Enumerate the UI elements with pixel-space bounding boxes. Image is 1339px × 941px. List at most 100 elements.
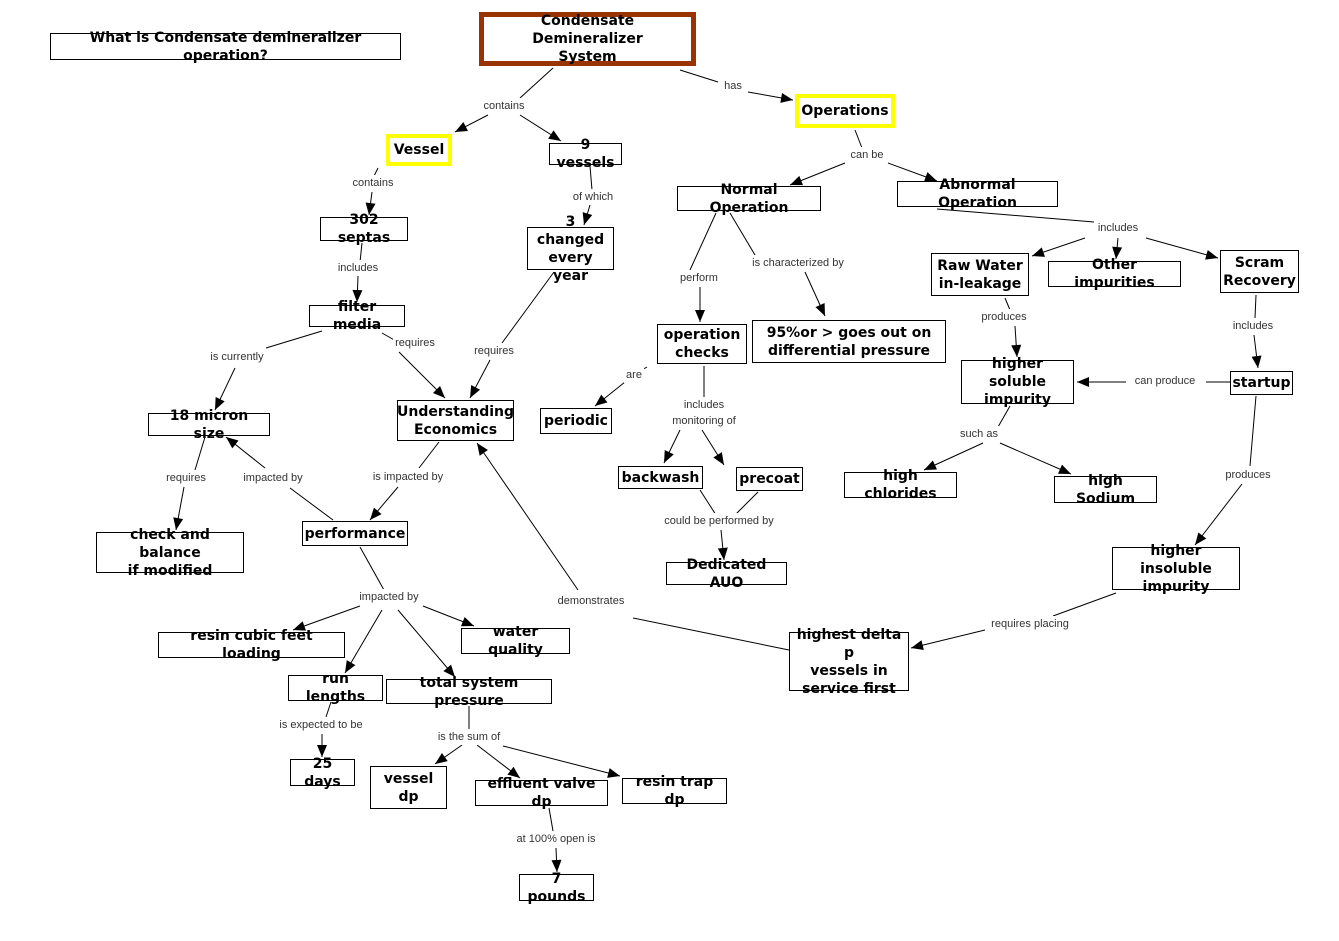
node-root[interactable]: Condensate Demineralizer System	[479, 12, 696, 66]
node-nine-vessels[interactable]: 9 vessels	[549, 137, 622, 171]
node-vessel-dp[interactable]: vessel dp	[370, 766, 447, 809]
arrowhead-icon	[713, 452, 724, 465]
node-vessel[interactable]: Vessel	[386, 134, 452, 166]
arrowhead-icon	[780, 92, 793, 103]
node-high-chlorides[interactable]: high chlorides	[844, 468, 957, 502]
node-septas[interactable]: 302 septas	[320, 212, 408, 246]
node-7-pounds[interactable]: 7 pounds	[519, 871, 594, 905]
node-water-quality[interactable]: water quality	[461, 624, 570, 658]
link-line	[194, 436, 206, 471]
arrowhead-icon	[607, 768, 620, 778]
node-periodic[interactable]: periodic	[540, 408, 612, 434]
arrowhead-icon	[1058, 464, 1071, 474]
node-understanding-economics[interactable]: Understanding Economics	[397, 400, 514, 441]
node-resin-loading[interactable]: resin cubic feet loading	[158, 628, 345, 662]
node-other-impurities[interactable]: Other impurities	[1048, 257, 1181, 291]
arrowhead-icon	[435, 753, 448, 764]
node-dedicated-auo[interactable]: Dedicated AUO	[666, 557, 787, 591]
link-label: requires placing	[989, 616, 1071, 632]
link-label: of which	[570, 189, 616, 205]
link-line	[519, 67, 554, 99]
node-backwash[interactable]: backwash	[618, 466, 703, 489]
link-label: includes	[1230, 318, 1276, 334]
link-label: contains	[350, 175, 396, 191]
link-line	[689, 212, 717, 271]
link-line	[265, 330, 323, 349]
arrowhead-icon	[461, 616, 474, 627]
node-ninety-five[interactable]: 95%or > goes out on differential pressur…	[752, 320, 946, 363]
arrowhead-icon	[924, 460, 937, 470]
arrowhead-icon	[548, 130, 561, 141]
arrowhead-icon	[432, 385, 445, 398]
node-high-sodium[interactable]: high Sodium	[1054, 473, 1157, 507]
node-normal-operation[interactable]: Normal Operation	[677, 182, 821, 216]
node-25-days[interactable]: 25 days	[290, 756, 355, 790]
node-performance[interactable]: performance	[302, 521, 408, 546]
link-label: could be performed by	[662, 513, 776, 529]
node-question[interactable]: What is Condensate demineralizer operati…	[50, 30, 401, 64]
link-label: impacted by	[357, 589, 421, 605]
arrowhead-icon	[173, 517, 184, 530]
arrowhead-icon	[293, 621, 306, 631]
link-line	[325, 701, 332, 718]
link-line	[359, 546, 385, 591]
arrowhead-icon	[1251, 355, 1262, 368]
node-effluent-valve-dp[interactable]: effluent valve dp	[475, 776, 608, 810]
node-higher-insoluble[interactable]: higher insoluble impurity	[1112, 543, 1240, 595]
node-operations[interactable]: Operations	[795, 94, 895, 128]
link-line	[1249, 395, 1257, 467]
node-filter-media[interactable]: filter media	[309, 299, 405, 333]
link-line	[729, 212, 756, 256]
link-label: is expected to be	[277, 717, 365, 733]
link-label: has	[722, 78, 744, 94]
link-label: includes	[1095, 220, 1141, 236]
link-line	[548, 807, 554, 832]
link-label: at 100% open is	[514, 831, 598, 847]
link-label: is impacted by	[370, 469, 446, 485]
node-operation-checks[interactable]: operation checks	[657, 324, 747, 364]
node-precoat[interactable]: precoat	[736, 467, 803, 491]
node-micron-size[interactable]: 18 micron size	[148, 408, 270, 442]
arrowhead-icon	[226, 437, 239, 449]
link-line	[589, 165, 593, 191]
link-line	[1194, 483, 1243, 546]
link-line	[1145, 237, 1219, 259]
link-line	[734, 491, 759, 516]
link-line	[373, 167, 379, 177]
node-startup[interactable]: startup	[1230, 371, 1293, 395]
arrowhead-icon	[582, 212, 593, 225]
arrowhead-icon	[365, 202, 376, 215]
link-label: contains	[481, 98, 527, 114]
link-line	[501, 271, 555, 344]
link-line	[854, 129, 863, 149]
link-line	[418, 441, 440, 469]
link-line	[936, 208, 1095, 223]
link-label: perform	[678, 270, 720, 286]
link-line	[476, 442, 579, 591]
arrowhead-icon	[455, 122, 468, 132]
link-label: can produce	[1132, 373, 1198, 389]
arrowhead-icon	[470, 385, 481, 398]
link-label: demonstrates	[555, 593, 627, 609]
node-check-balance[interactable]: check and balance if modified	[96, 527, 244, 579]
node-three-changed[interactable]: 3 changed every year	[527, 214, 614, 284]
node-total-pressure[interactable]: total system pressure	[386, 675, 552, 709]
link-line	[997, 405, 1011, 428]
arrowhead-icon	[1205, 249, 1218, 260]
node-resin-trap-dp[interactable]: resin trap dp	[622, 774, 727, 808]
node-scram-recovery[interactable]: Scram Recovery	[1220, 250, 1299, 293]
node-abnormal-operation[interactable]: Abnormal Operation	[897, 177, 1058, 211]
arrowhead-icon	[790, 175, 803, 186]
arrowhead-icon	[477, 443, 488, 456]
node-raw-water[interactable]: Raw Water in-leakage	[931, 253, 1029, 296]
link-line	[910, 629, 986, 649]
arrowhead-icon	[443, 664, 455, 677]
arrowhead-icon	[507, 766, 520, 778]
link-label: are	[624, 367, 644, 383]
link-line	[1254, 294, 1257, 319]
link-label: requires	[164, 470, 208, 486]
node-higher-soluble[interactable]: higher soluble impurity	[961, 356, 1074, 408]
node-run-lengths[interactable]: run lengths	[288, 671, 383, 705]
node-highest-delta-p[interactable]: highest delta p vessels in service first	[789, 627, 909, 697]
